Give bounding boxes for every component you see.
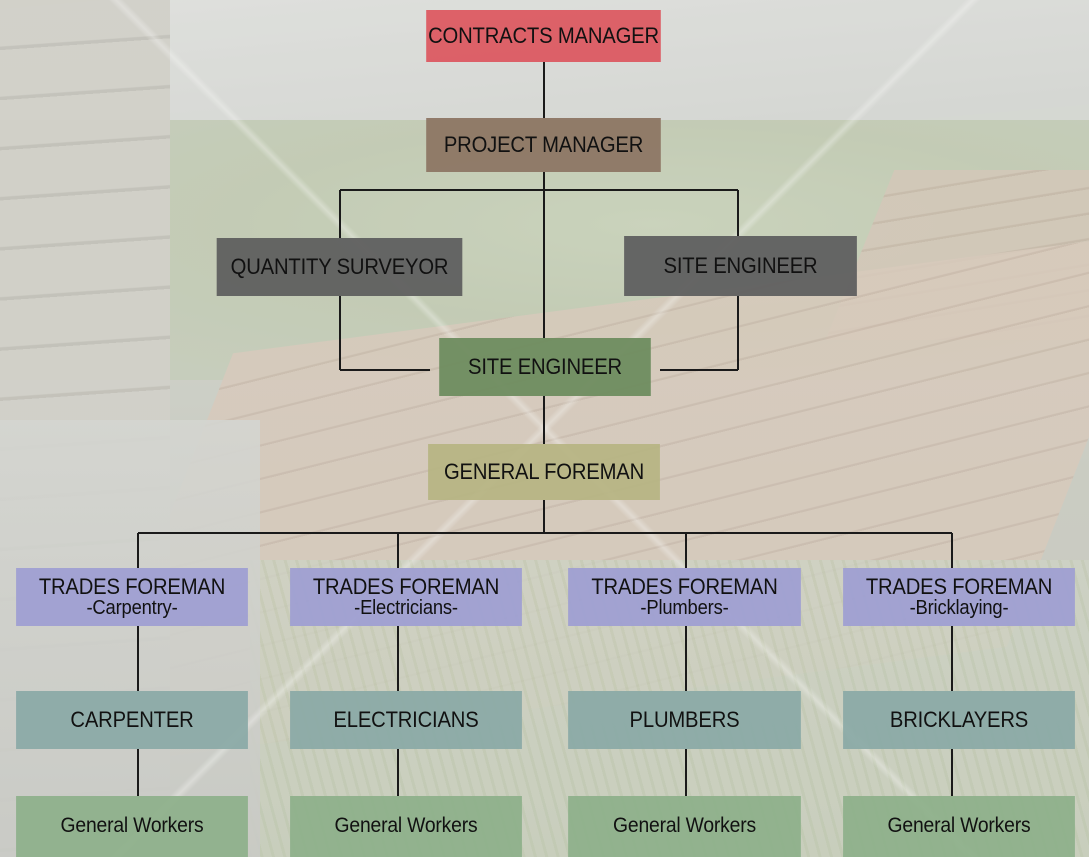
trades-foreman-trade: -Plumbers- [640,597,729,620]
general-foreman-label: GENERAL FOREMAN [443,459,645,485]
quantity-surveyor-label: QUANTITY SURVEYOR [230,254,449,280]
trades-foreman-trade: -Bricklaying- [909,597,1009,620]
contracts-manager-box: CONTRACTS MANAGER [426,10,661,62]
trades-foreman-bricklaying-box: TRADES FOREMAN -Bricklaying- [843,568,1075,626]
general-workers-electricians-box: General Workers [290,796,522,857]
quantity-surveyor-box: QUANTITY SURVEYOR [216,238,463,296]
trades-foreman-plumbers-box: TRADES FOREMAN -Plumbers- [568,568,801,626]
site-engineer-center-label: SITE ENGINEER [468,354,622,380]
site-engineer-right-label: SITE ENGINEER [663,253,818,279]
trade-label: ELECTRICIANS [333,707,479,733]
trade-label: BRICKLAYERS [889,707,1029,733]
general-workers-bricklaying-box: General Workers [843,796,1075,857]
site-engineer-right-box: SITE ENGINEER [624,236,857,296]
general-workers-label: General Workers [887,814,1031,838]
project-manager-box: PROJECT MANAGER [426,118,661,172]
bricklayers-box: BRICKLAYERS [843,691,1075,749]
trades-foreman-trade: -Electricians- [354,597,458,620]
general-foreman-box: GENERAL FOREMAN [428,444,660,500]
trade-label: PLUMBERS [629,707,740,733]
general-workers-carpentry-box: General Workers [16,796,248,857]
electricians-box: ELECTRICIANS [290,691,522,749]
carpenter-box: CARPENTER [16,691,248,749]
project-manager-label: PROJECT MANAGER [443,132,644,158]
trades-foreman-electricians-box: TRADES FOREMAN -Electricians- [290,568,522,626]
trade-label: CARPENTER [70,707,194,733]
plumbers-box: PLUMBERS [568,691,801,749]
trades-foreman-title: TRADES FOREMAN [865,573,1053,599]
trades-foreman-title: TRADES FOREMAN [591,573,778,599]
general-workers-label: General Workers [334,814,478,838]
general-workers-label: General Workers [60,814,204,838]
trades-foreman-trade: -Carpentry- [86,597,178,620]
contracts-manager-label: CONTRACTS MANAGER [428,23,659,49]
trades-foreman-title: TRADES FOREMAN [38,573,226,599]
general-workers-plumbers-box: General Workers [568,796,801,857]
trades-foreman-carpentry-box: TRADES FOREMAN -Carpentry- [16,568,248,626]
site-engineer-center-box: SITE ENGINEER [439,338,651,396]
trades-foreman-title: TRADES FOREMAN [312,573,500,599]
general-workers-label: General Workers [613,814,756,838]
